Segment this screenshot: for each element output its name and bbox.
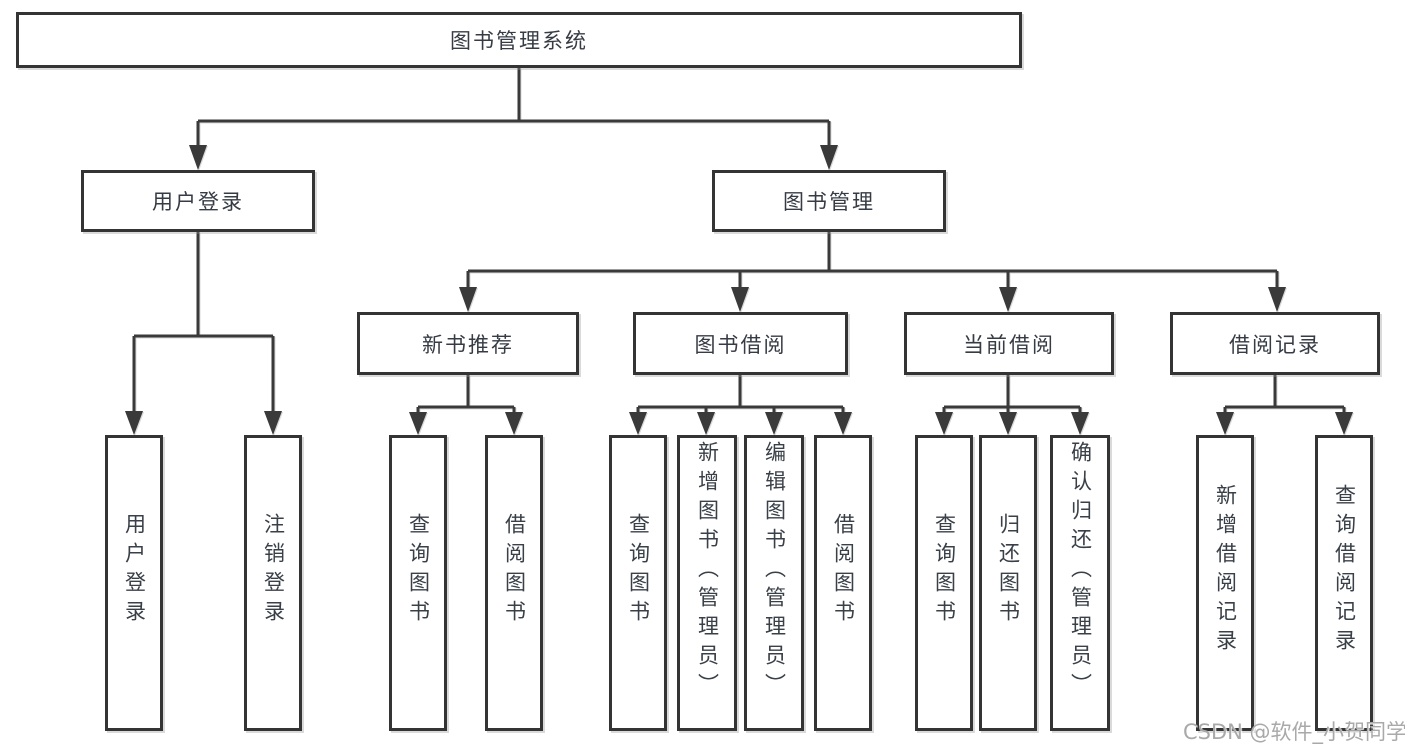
node-current-borrow: 当前借阅 bbox=[904, 312, 1114, 375]
node-book-borrow: 图书借阅 bbox=[633, 312, 848, 375]
leaf-label: 借阅图书 bbox=[831, 513, 856, 629]
leaf-confirm-return-admin: 确认归还（管理员） bbox=[1050, 435, 1110, 731]
leaf-label: 查询借阅记录 bbox=[1332, 484, 1357, 658]
node-label: 图书管理系统 bbox=[450, 29, 588, 53]
node-label: 新书推荐 bbox=[422, 332, 514, 357]
arrowheads-level2 bbox=[189, 145, 838, 170]
leaf-query-borrow-record: 查询借阅记录 bbox=[1315, 435, 1373, 731]
csdn-watermark: CSDN @软件_小贺同学 bbox=[1183, 720, 1405, 744]
connector-current-borrow-children bbox=[942, 375, 1082, 414]
connector-book-borrow-children bbox=[636, 375, 845, 414]
leaf-logout-login: 注销登录 bbox=[244, 435, 302, 731]
leaf-query-books-borrow: 查询图书 bbox=[609, 435, 667, 731]
leaf-label: 归还图书 bbox=[996, 513, 1021, 629]
node-label: 用户登录 bbox=[152, 190, 244, 214]
node-library-management-system: 图书管理系统 bbox=[16, 12, 1022, 68]
connector-root-branches bbox=[196, 68, 831, 147]
leaf-label: 新增图书（管理员） bbox=[695, 440, 720, 702]
node-label: 借阅记录 bbox=[1229, 332, 1321, 357]
leaf-query-books-recommend: 查询图书 bbox=[389, 435, 447, 731]
leaf-label: 注销登录 bbox=[261, 513, 286, 629]
node-label: 图书借阅 bbox=[694, 332, 787, 357]
leaf-label: 新增借阅记录 bbox=[1213, 484, 1238, 658]
leaf-label: 编辑图书（管理员） bbox=[762, 440, 787, 702]
node-label: 当前借阅 bbox=[963, 332, 1055, 357]
leaf-borrow-books-borrow: 借阅图书 bbox=[814, 435, 872, 731]
connector-borrow-records-children bbox=[1223, 375, 1346, 414]
connector-book-management-children bbox=[466, 232, 1279, 289]
node-user-login: 用户登录 bbox=[81, 170, 315, 232]
node-new-book-recommend: 新书推荐 bbox=[357, 312, 579, 375]
arrowheads-level3 bbox=[459, 287, 1286, 312]
leaf-edit-books-admin: 编辑图书（管理员） bbox=[744, 435, 804, 731]
leaf-add-borrow-record: 新增借阅记录 bbox=[1196, 435, 1254, 731]
connector-user-login-children bbox=[132, 232, 275, 412]
node-borrow-records: 借阅记录 bbox=[1170, 312, 1380, 375]
arrowheads-leaves bbox=[125, 411, 1353, 435]
leaf-user-login: 用户登录 bbox=[105, 435, 163, 731]
leaf-label: 用户登录 bbox=[122, 513, 147, 629]
leaf-label: 查询图书 bbox=[406, 513, 431, 629]
leaf-label: 查询图书 bbox=[626, 513, 651, 629]
node-book-management: 图书管理 bbox=[712, 170, 946, 232]
leaf-query-books-current: 查询图书 bbox=[915, 435, 973, 731]
leaf-label: 确认归还（管理员） bbox=[1068, 440, 1093, 702]
leaf-return-books: 归还图书 bbox=[979, 435, 1037, 731]
leaf-label: 借阅图书 bbox=[502, 513, 527, 629]
leaf-add-books-admin: 新增图书（管理员） bbox=[677, 435, 737, 731]
connector-new-book-children bbox=[416, 375, 516, 414]
leaf-borrow-books-recommend: 借阅图书 bbox=[485, 435, 543, 731]
leaf-label: 查询图书 bbox=[932, 513, 957, 629]
node-label: 图书管理 bbox=[783, 190, 875, 214]
